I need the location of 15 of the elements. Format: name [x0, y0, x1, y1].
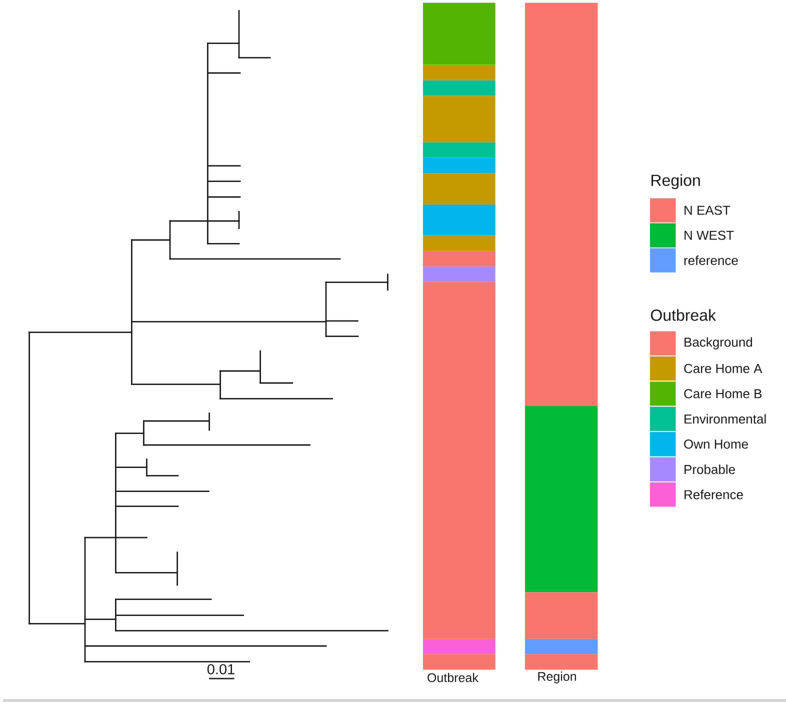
legend-label: Probable — [684, 464, 735, 474]
legend-label: N EAST — [684, 206, 730, 215]
legend-label: Background — [684, 337, 752, 350]
scale-label: 0.01 — [207, 664, 234, 674]
legend-label: Care Home B — [684, 389, 762, 398]
legend-label: Own Home — [684, 440, 748, 449]
legend-label: N WEST — [684, 230, 734, 240]
legend-label: Environmental — [684, 414, 766, 424]
legend-title: Outbreak — [650, 309, 716, 321]
legend-label: Reference — [684, 490, 743, 500]
column-label: Region — [538, 672, 576, 684]
legend-label: Care Home A — [684, 364, 762, 374]
legend-label: reference — [684, 256, 738, 266]
column-label: Outbreak — [428, 672, 478, 682]
legend-title: Region — [652, 174, 700, 190]
